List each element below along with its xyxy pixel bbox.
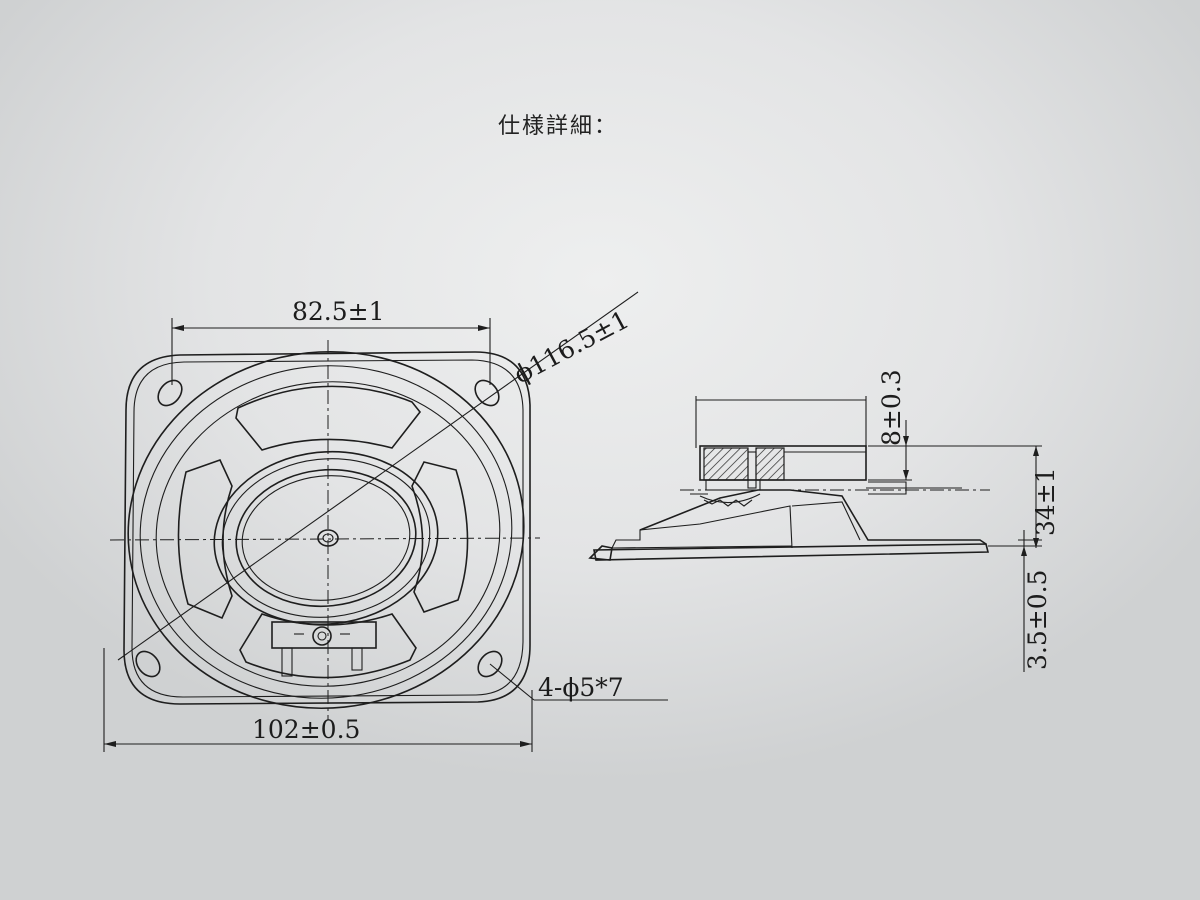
- dimension-overall-width: 102±0.5: [103, 648, 533, 752]
- dim-flange-label: 3.5±0.5: [1023, 570, 1052, 670]
- dimension-hole-spacing: 82.5±1: [171, 297, 491, 385]
- dimension-magnet-width: [695, 396, 867, 448]
- page-title: 仕様詳細：: [498, 114, 619, 139]
- speaker-front-view: 82.5±1 ϕ116.5±1 102±0.5 4-ϕ5*7: [103, 291, 668, 752]
- dimension-total-depth: 34±1: [1031, 446, 1060, 548]
- speaker-side-view: 8±0.3 34±1 3.5±0.5: [588, 369, 1060, 672]
- dimension-flange-thickness: 3.5±0.5: [1018, 530, 1052, 672]
- mounting-hole-tl: [157, 379, 183, 407]
- mounting-hole-tr: [474, 379, 500, 407]
- mounting-hole-bl: [135, 650, 161, 678]
- dim-magnet-height-label: 8±0.3: [877, 369, 906, 446]
- dimension-magnet-height: 8±0.3: [877, 369, 909, 480]
- terminal-block: [271, 621, 377, 677]
- dim-top-label: 82.5±1: [292, 297, 385, 326]
- dim-diameter-label: ϕ116.5±1: [509, 305, 633, 390]
- dim-holes-label: 4-ϕ5*7: [538, 673, 624, 702]
- dimension-mounting-holes: 4-ϕ5*7: [489, 663, 668, 702]
- dim-total-depth-label: 34±1: [1031, 467, 1060, 536]
- dim-bottom-label: 102±0.5: [252, 715, 360, 744]
